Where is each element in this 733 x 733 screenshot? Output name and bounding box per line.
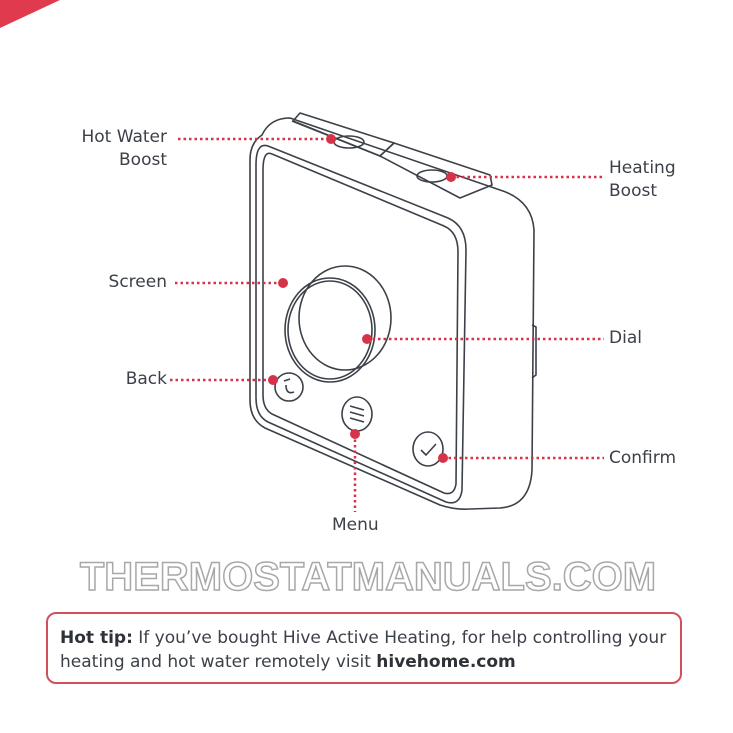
hot-tip-box: Hot tip: If you’ve bought Hive Active He… <box>46 612 682 684</box>
label-confirm: Confirm <box>609 448 677 468</box>
label-heating-boost: Heating Boost <box>609 157 676 203</box>
callout-dots <box>268 134 456 463</box>
label-back: Back <box>125 369 167 389</box>
label-line: Heating <box>609 158 676 178</box>
label-line: Hot Water <box>81 127 167 147</box>
label-menu: Menu <box>332 515 379 535</box>
tip-link[interactable]: hivehome.com <box>376 652 516 672</box>
thermostat-device <box>249 112 537 510</box>
label-line: Boost <box>609 181 657 201</box>
tip-prefix: Hot tip: <box>60 628 133 648</box>
corner-decoration <box>0 0 60 28</box>
watermark: THERMOSTATMANUALS.COM <box>79 554 657 600</box>
callout-lines <box>170 137 604 512</box>
label-line: Boost <box>119 150 167 170</box>
label-screen: Screen <box>108 272 167 292</box>
label-hot-water-boost: Hot Water Boost <box>60 126 167 172</box>
label-dial: Dial <box>609 328 642 348</box>
tip-text: If you’ve bought Hive Active Heating, fo… <box>60 628 667 672</box>
